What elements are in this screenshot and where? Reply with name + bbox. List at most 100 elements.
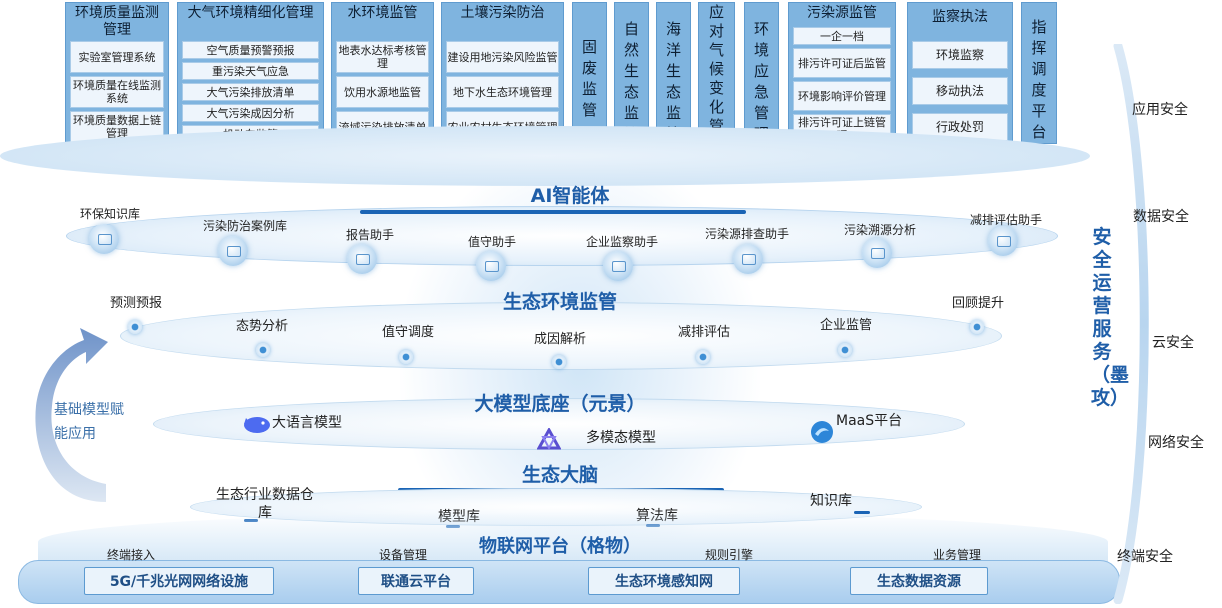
module-card-dispatch[interactable]: 指挥调度平台 <box>1021 2 1057 144</box>
module-card-ocean[interactable]: 海洋生态监管 <box>656 2 691 144</box>
model-label: 多模态模型 <box>586 430 656 446</box>
monitor-dot[interactable] <box>128 320 142 334</box>
iot-feature: 终端接入 <box>106 548 155 562</box>
module-item[interactable]: 一企一档 <box>793 27 891 45</box>
model-label: 大语言模型 <box>272 415 342 431</box>
app-disc <box>0 126 1090 186</box>
iot-feature: 设备管理 <box>378 548 427 562</box>
monitor-dot[interactable] <box>696 350 710 364</box>
brain-label: 知识库 <box>810 493 852 509</box>
eco-monitor-title: 生态环境监管 <box>502 291 617 313</box>
monitor-label: 减排评估 <box>677 325 730 340</box>
module-title: 污染源监管 <box>807 5 877 21</box>
security-item: 云安全 <box>1152 335 1194 351</box>
case-library-icon[interactable] <box>218 236 248 266</box>
module-card-nature[interactable]: 自然生态监管 <box>614 2 649 144</box>
base-data-button[interactable]: 生态数据资源 <box>850 567 988 595</box>
module-item[interactable]: 地表水达标考核管理 <box>336 41 429 73</box>
eco-brain-title: 生态大脑 <box>521 464 598 486</box>
module-title: 环境应急管理 <box>753 20 769 143</box>
module-item[interactable]: 排污许可证后监管 <box>793 48 891 78</box>
monitor-label: 预测预报 <box>109 296 162 311</box>
ai-agent-bar <box>360 210 746 214</box>
brain-marker <box>854 511 870 514</box>
duty-assistant-icon[interactable] <box>476 251 506 281</box>
module-title: 监察执法 <box>932 9 988 25</box>
whale-logo-icon <box>242 412 272 436</box>
source-investigation-icon[interactable] <box>733 244 763 274</box>
module-item[interactable]: 移动执法 <box>912 77 1008 105</box>
module-item[interactable]: 饮用水源地监管 <box>336 76 429 108</box>
knowledge-base-icon[interactable] <box>89 224 119 254</box>
ai-agent-title: AI智能体 <box>530 185 610 207</box>
report-assistant-icon[interactable] <box>347 244 377 274</box>
monitor-label: 值守调度 <box>381 325 434 340</box>
monitor-dot[interactable] <box>552 355 566 369</box>
security-item: 网络安全 <box>1148 435 1204 451</box>
model-label: MaaS平台 <box>836 413 903 429</box>
module-item[interactable]: 环境监察 <box>912 41 1008 69</box>
monitor-dot[interactable] <box>399 350 413 364</box>
module-card-soil[interactable]: 土壤污染防治 建设用地污染风险监管 地下水生态环境管理 农业农村生态环境管理 <box>441 2 564 144</box>
agent-label: 减排评估助手 <box>969 213 1042 227</box>
iot-title: 物联网平台（格物） <box>479 536 641 557</box>
reduction-assistant-icon[interactable] <box>988 226 1018 256</box>
security-item: 终端安全 <box>1117 549 1173 565</box>
module-card-air[interactable]: 大气环境精细化管理 空气质量预警预报 重污染天气应急 大气污染排放清单 大气污染… <box>177 2 324 144</box>
module-title: 指挥调度平台 <box>1031 18 1047 141</box>
model-base-disc <box>153 398 965 450</box>
module-title: 土壤污染防治 <box>460 5 545 21</box>
iot-feature: 规则引擎 <box>704 548 753 562</box>
traceability-icon[interactable] <box>862 238 892 268</box>
empower-arrow-icon <box>28 326 108 506</box>
module-item[interactable]: 环境影响评价管理 <box>793 81 891 111</box>
agent-label: 环保知识库 <box>79 207 140 221</box>
module-item[interactable]: 大气污染排放清单 <box>182 83 319 101</box>
module-card-pollution[interactable]: 污染源监管 一企一档 排污许可证后监管 环境影响评价管理 排污许可证上链管理 <box>788 2 896 144</box>
security-item: 数据安全 <box>1133 209 1189 225</box>
security-arc-icon <box>1062 41 1162 605</box>
module-item[interactable]: 空气质量预警预报 <box>182 41 319 59</box>
model-base-title: 大模型底座（元景） <box>474 393 646 415</box>
enterprise-inspection-icon[interactable] <box>603 251 633 281</box>
module-item[interactable]: 建设用地污染风险监管 <box>446 41 559 73</box>
base-network-button[interactable]: 5G/千兆光网网络设施 <box>84 567 274 595</box>
module-item[interactable]: 地下水生态环境管理 <box>446 76 559 108</box>
monitor-dot[interactable] <box>970 320 984 334</box>
base-sensing-button[interactable]: 生态环境感知网 <box>588 567 740 595</box>
monitor-label: 态势分析 <box>235 319 288 334</box>
swirl-logo-icon <box>810 420 834 444</box>
module-card-enforcement[interactable]: 监察执法 环境监察 移动执法 行政处罚 <box>907 2 1013 144</box>
agent-label: 污染溯源分析 <box>843 223 916 237</box>
agent-label: 报告助手 <box>345 228 394 242</box>
triangle-logo-icon <box>536 426 562 451</box>
module-title: 水环境监管 <box>347 5 418 21</box>
module-card-climate[interactable]: 应对气候变化管理 <box>698 2 735 154</box>
module-item[interactable]: 实验室管理系统 <box>70 41 164 73</box>
module-card-emergency[interactable]: 环境应急管理 <box>744 2 779 144</box>
module-title: 大气环境精细化管理 <box>187 5 314 21</box>
monitor-label: 回顾提升 <box>951 296 1004 311</box>
module-title: 海洋生态监管 <box>665 20 681 143</box>
module-item[interactable]: 重污染天气应急 <box>182 62 319 80</box>
module-card-solid-waste[interactable]: 固废监管 <box>572 2 607 144</box>
iot-feature: 业务管理 <box>932 548 981 562</box>
agent-label: 值守助手 <box>467 235 516 249</box>
module-card-water[interactable]: 水环境监管 地表水达标考核管理 饮用水源地监管 流域污染排放清单 <box>331 2 434 144</box>
module-item[interactable]: 大气污染成因分析 <box>182 104 319 122</box>
side-label: 基础模型赋能应用 <box>54 402 124 442</box>
monitor-label: 成因解析 <box>533 332 586 347</box>
agent-label: 污染防治案例库 <box>202 219 287 233</box>
agent-label: 污染源排查助手 <box>704 227 789 241</box>
monitor-dot[interactable] <box>256 343 270 357</box>
module-item[interactable]: 环境质量在线监测系统 <box>70 76 164 108</box>
security-title: 安全运营服务（墨攻） <box>1091 226 1130 409</box>
module-title: 固废监管 <box>581 38 597 119</box>
agent-label: 企业监察助手 <box>585 235 658 249</box>
monitor-label: 企业监管 <box>819 318 872 333</box>
security-item: 应用安全 <box>1132 102 1188 118</box>
module-card-env-quality[interactable]: 环境质量监测管理 实验室管理系统 环境质量在线监测系统 环境质量数据上链管理 <box>65 2 169 144</box>
module-title: 自然生态监管 <box>623 20 639 143</box>
base-cloud-button[interactable]: 联通云平台 <box>358 567 474 595</box>
monitor-dot[interactable] <box>838 343 852 357</box>
